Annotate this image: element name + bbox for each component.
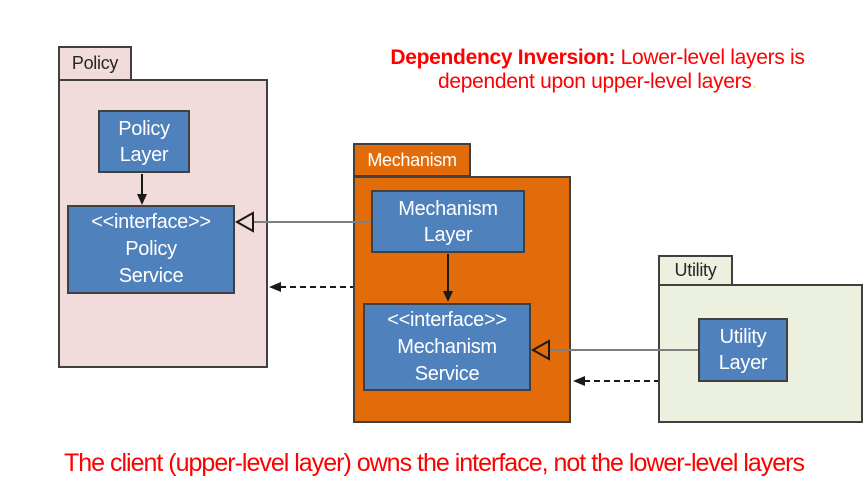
utility-layer-line: Layer	[718, 352, 768, 374]
title-line-1: Dependency Inversion: Lower-level layers…	[330, 46, 865, 70]
title-note: Dependency Inversion: Lower-level layers…	[330, 46, 865, 94]
mechanism-service-line: Service	[414, 362, 480, 385]
mechanism-layer-box: Mechanism Layer	[371, 190, 525, 253]
policy-layer-line: Policy	[118, 117, 170, 140]
policy-service-stereotype: <<interface>>	[91, 211, 211, 233]
policy-layer-box: Policy Layer	[98, 110, 190, 173]
policy-layer-line: Layer	[119, 143, 169, 166]
utility-package-label: Utility	[674, 260, 717, 280]
mechanism-service-stereotype: <<interface>>	[387, 308, 507, 331]
utility-package-tab: Utility	[658, 255, 733, 286]
footer-note: The client (upper-level layer) owns the …	[63, 449, 805, 477]
policy-service-line: Service	[118, 265, 184, 287]
title-line-2: dependent upon upper-level layers.	[330, 70, 865, 94]
policy-service-interface-box: <<interface>> Policy Service	[67, 205, 235, 294]
mechanism-service-line: Mechanism	[397, 335, 497, 358]
utility-to-mechanism-dashed-dependency-arrow	[573, 376, 658, 386]
policy-service-line: Policy	[125, 238, 177, 260]
mechanism-package-tab: Mechanism	[353, 143, 471, 177]
mechanism-layer-line: Layer	[423, 223, 473, 246]
mechanism-to-policy-dashed-dependency-arrow	[269, 282, 353, 292]
policy-package-tab: Policy	[58, 46, 132, 81]
policy-package-label: Policy	[71, 53, 119, 73]
title-bold-text: Dependency Inversion:	[390, 46, 616, 69]
title-rest-text: Lower-level layers is	[615, 46, 805, 69]
mechanism-package-label: Mechanism	[367, 149, 457, 170]
utility-layer-box: Utility Layer	[698, 318, 788, 382]
title-period: .	[751, 70, 758, 93]
mechanism-service-interface-box: <<interface>> Mechanism Service	[363, 303, 531, 391]
utility-layer-line: Utility	[719, 326, 767, 348]
mechanism-layer-line: Mechanism	[398, 197, 498, 220]
title-line2-text: dependent upon upper-level layers	[437, 70, 752, 93]
